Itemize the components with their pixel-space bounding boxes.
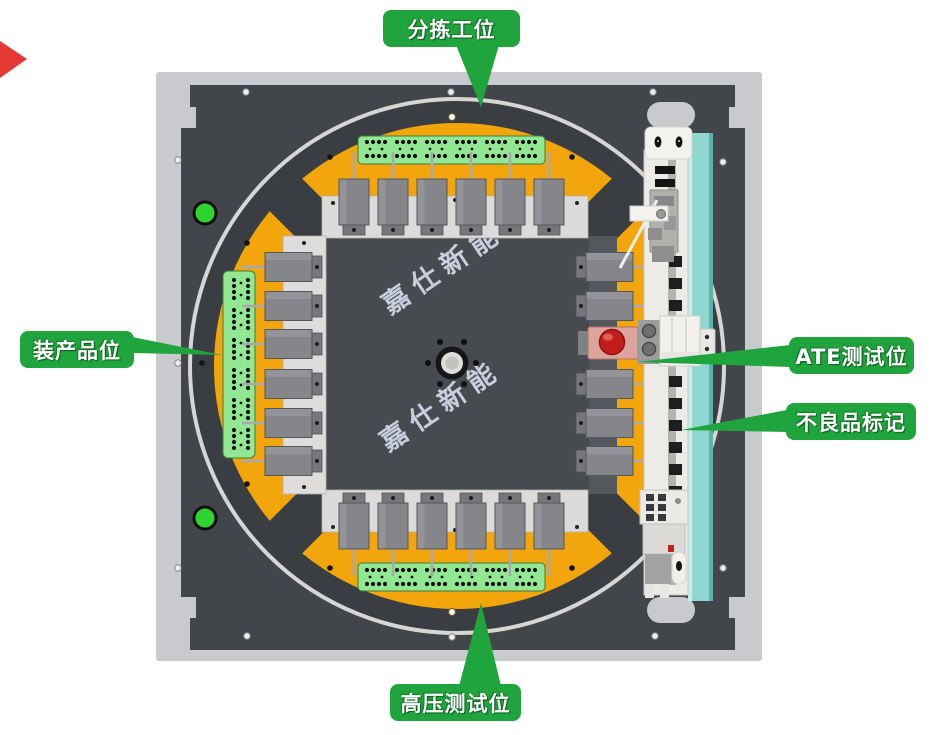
- station-ate: [575, 236, 657, 494]
- station-hv-test: [321, 489, 589, 592]
- callout-hv-test-station: 高压测试位: [390, 684, 521, 721]
- center-hub: [425, 339, 479, 387]
- arm-end-bracket: [699, 328, 716, 358]
- pointer-loading: [132, 337, 222, 355]
- callout-sorting-station: 分拣工位: [383, 10, 520, 47]
- pointer-sorting: [456, 45, 499, 107]
- pointer-hv: [459, 603, 501, 686]
- pcb-strip-bottom: [357, 562, 546, 592]
- reject-rail-assembly: [618, 126, 713, 601]
- callout-product-loading-station: 装产品位: [20, 331, 134, 368]
- pill-cutout-bottom: [647, 597, 695, 623]
- station-sorting: [321, 135, 589, 239]
- pointer-defect: [681, 410, 787, 432]
- rail-top-bracket: [644, 126, 693, 160]
- plate-screws: [174, 88, 727, 641]
- rail-motor-bottom: [639, 489, 689, 598]
- corner-notches: [181, 85, 745, 650]
- pill-cutout-top: [647, 102, 695, 128]
- teal-strip: [688, 133, 713, 601]
- green-indicator-bottom: [192, 505, 218, 531]
- slide-arrow-icon: [0, 41, 27, 78]
- red-test-button: [598, 328, 626, 356]
- callout-ate-test-station: ATE测试位: [789, 337, 914, 374]
- station-loading: [222, 235, 327, 495]
- green-indicator-top: [192, 200, 218, 226]
- pointer-ate: [637, 345, 790, 367]
- callout-pointers: [132, 45, 790, 686]
- pcb-strip-left: [222, 270, 256, 459]
- callout-defect-marking: 不良品标记: [786, 403, 916, 440]
